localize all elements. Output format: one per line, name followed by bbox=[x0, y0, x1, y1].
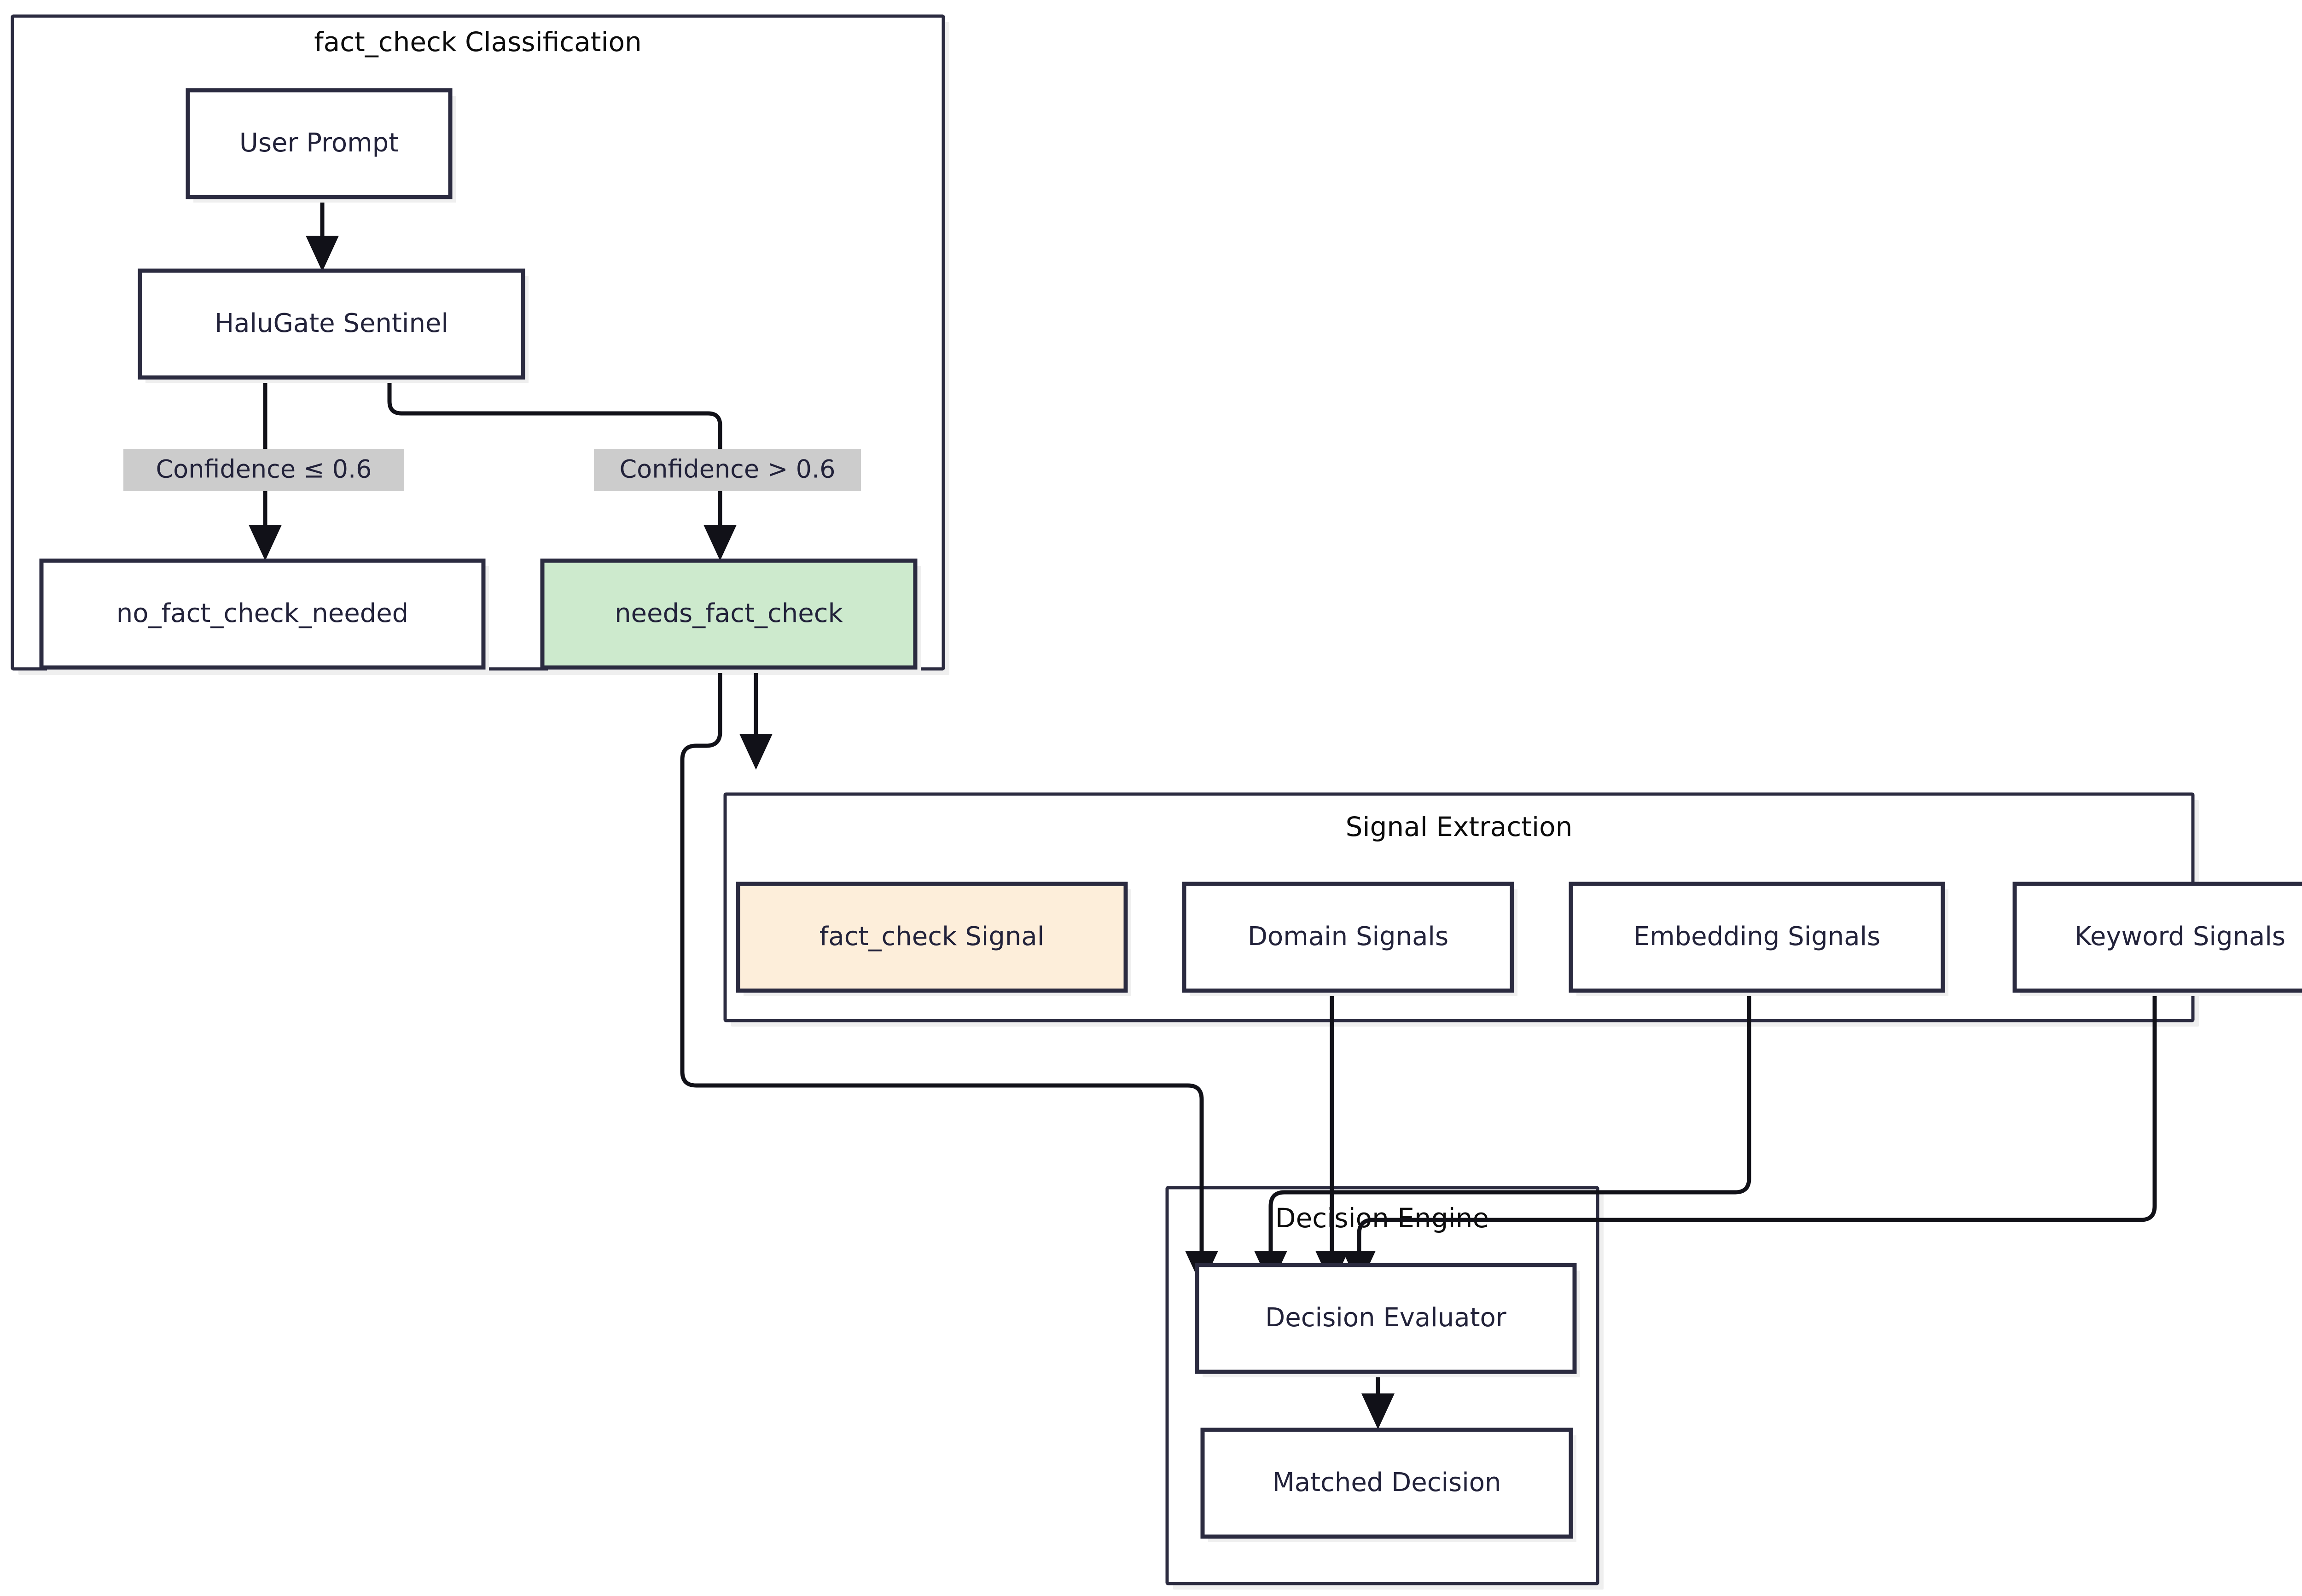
edge-halugate-to-needs-fact-check bbox=[387, 378, 737, 561]
node-user-prompt-box[interactable] bbox=[186, 88, 453, 199]
node-decision-evaluator-label: Decision Evaluator bbox=[1265, 1303, 1507, 1333]
node-matched-decision-box[interactable] bbox=[1200, 1428, 1573, 1539]
arrow-head-icon bbox=[1361, 1393, 1395, 1429]
edge-label-confidence-low-bg bbox=[123, 449, 404, 491]
node-user-prompt[interactable]: User Prompt bbox=[186, 88, 456, 203]
node-decision-evaluator[interactable]: Decision Evaluator bbox=[1195, 1263, 1580, 1377]
edge-needs-fact-check-to-fact-check-signal bbox=[739, 668, 773, 770]
node-matched-decision-label: Matched Decision bbox=[1272, 1468, 1501, 1497]
edge-label-confidence-high: Confidence > 0.6 bbox=[594, 449, 861, 491]
node-domain-signals-box[interactable] bbox=[1182, 882, 1514, 993]
node-needs-fact-check-box[interactable] bbox=[540, 558, 918, 670]
node-needs-fact-check-label: needs_fact_check bbox=[615, 598, 843, 628]
edge-decision-evaluator-to-matched-decision bbox=[1361, 1372, 1395, 1429]
node-fact-check-signal-box[interactable] bbox=[736, 882, 1128, 993]
edge-label-confidence-low-text: Confidence ≤ 0.6 bbox=[156, 455, 372, 484]
node-no-fact-check-needed-box[interactable] bbox=[39, 558, 486, 670]
node-keyword-signals-label: Keyword Signals bbox=[2075, 922, 2285, 952]
edge-user-prompt-to-halugate-sentinel bbox=[306, 195, 339, 272]
arrow-head-icon bbox=[249, 525, 282, 561]
node-no-fact-check-needed[interactable]: no_fact_check_needed bbox=[39, 558, 489, 673]
edge-label-confidence-high-text: Confidence > 0.6 bbox=[619, 455, 835, 484]
cluster-signal-extraction-title: Signal Extraction bbox=[1346, 811, 1573, 842]
edge-label-confidence-low: Confidence ≤ 0.6 bbox=[123, 449, 404, 491]
node-keyword-signals-box[interactable] bbox=[2012, 882, 2302, 993]
node-keyword-signals[interactable]: Keyword Signals bbox=[2012, 882, 2302, 996]
node-fact-check-signal-label: fact_check Signal bbox=[820, 922, 1045, 952]
arrow-head-icon bbox=[703, 525, 737, 561]
node-embedding-signals-label: Embedding Signals bbox=[1633, 922, 1881, 952]
node-user-prompt-label: User Prompt bbox=[239, 128, 399, 158]
arrow-head-icon bbox=[306, 236, 339, 272]
edge-label-confidence-high-bg bbox=[594, 449, 861, 491]
arrow-head-icon bbox=[739, 734, 773, 770]
node-matched-decision[interactable]: Matched Decision bbox=[1200, 1428, 1576, 1542]
node-halugate-sentinel-box[interactable] bbox=[138, 268, 525, 380]
node-no-fact-check-needed-label: no_fact_check_needed bbox=[116, 598, 408, 628]
node-embedding-signals[interactable]: Embedding Signals bbox=[1569, 882, 1948, 996]
node-halugate-sentinel[interactable]: HaluGate Sentinel bbox=[138, 268, 529, 383]
node-embedding-signals-box[interactable] bbox=[1569, 882, 1945, 993]
node-fact-check-signal[interactable]: fact_check Signal bbox=[736, 882, 1131, 996]
node-needs-fact-check[interactable]: needs_fact_check bbox=[540, 558, 921, 673]
node-decision-evaluator-box[interactable] bbox=[1195, 1263, 1577, 1374]
node-domain-signals[interactable]: Domain Signals bbox=[1182, 882, 1517, 996]
node-halugate-sentinel-label: HaluGate Sentinel bbox=[215, 308, 448, 338]
node-domain-signals-label: Domain Signals bbox=[1248, 922, 1448, 952]
cluster-classification-title: fact_check Classification bbox=[314, 26, 642, 58]
